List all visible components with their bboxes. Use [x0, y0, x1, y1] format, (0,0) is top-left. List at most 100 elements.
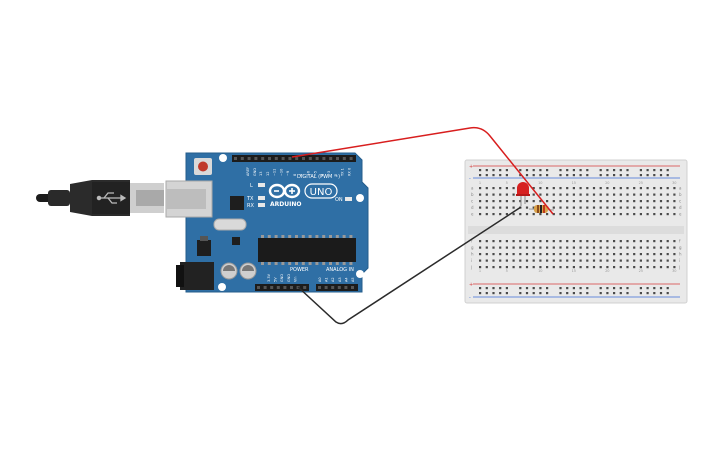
atmega-chip	[258, 235, 356, 265]
l-label: L	[250, 183, 253, 189]
usb-icon	[96, 192, 127, 204]
digital-label: DIGITAL (PWM ~)	[297, 174, 340, 180]
column-number: 20	[605, 181, 609, 185]
rail-plus-bottom: +	[469, 282, 473, 288]
power-pin-label: 3.3V	[267, 273, 271, 282]
row-letter: a	[471, 186, 474, 191]
on-led	[345, 197, 352, 201]
column-number: 10	[538, 269, 542, 273]
center-channel	[468, 226, 684, 234]
column-number: 25	[639, 269, 643, 273]
tx-led	[258, 196, 265, 200]
model-label: UNO	[310, 187, 333, 198]
ground-wire[interactable]	[297, 206, 522, 325]
row-letter: a	[679, 186, 682, 191]
rail-minus-bottom: -	[469, 295, 471, 301]
usb-cable[interactable]	[36, 180, 164, 216]
digital-pin-label: ~10	[279, 169, 283, 176]
digital-pin-label: ~11	[273, 169, 277, 176]
analog-pin-label: A4	[344, 277, 348, 282]
digital-pin-label: ~5	[313, 171, 317, 176]
digital-pin-label: ~3	[327, 171, 331, 176]
l-led	[258, 183, 265, 187]
column-number: 10	[538, 181, 542, 185]
rx-led	[258, 203, 265, 207]
column-number: 5	[506, 269, 508, 273]
row-letter: h	[471, 252, 474, 257]
power-pin-label: GND	[287, 274, 291, 282]
digital-pin-label: TX 1	[341, 168, 345, 177]
on-label: ON	[335, 197, 343, 203]
column-number: 20	[605, 269, 609, 273]
column-number: 30	[672, 181, 676, 185]
row-letter: j	[470, 265, 472, 270]
row-letter: h	[679, 252, 682, 257]
brand-label: ARDUINO	[270, 201, 301, 208]
digital-pin-label: 2	[334, 174, 338, 176]
column-number: 15	[572, 269, 576, 273]
analog-pin-label: A2	[331, 277, 335, 282]
digital-pin-label: 13	[259, 172, 263, 176]
power-jack	[176, 262, 214, 290]
row-letter: d	[471, 205, 474, 210]
column-number: 15	[572, 181, 576, 185]
digital-header[interactable]	[232, 155, 356, 162]
digital-pin-label: 4	[320, 173, 324, 176]
voltage-regulator	[197, 240, 211, 256]
power-label: POWER	[290, 267, 309, 273]
row-letter: i	[679, 258, 680, 263]
column-number: 25	[639, 181, 643, 185]
crystal	[213, 218, 247, 231]
aref-label: AREF	[246, 167, 250, 176]
power-pin-label: 5V	[274, 277, 278, 282]
row-letter: g	[679, 245, 682, 250]
gnd-label: GND	[253, 168, 257, 176]
rx-label: RX	[247, 203, 254, 209]
signal-wire[interactable]	[291, 126, 554, 215]
red-led[interactable]	[516, 182, 530, 206]
row-letter: c	[471, 199, 473, 204]
analog-label: ANALOG IN	[326, 267, 354, 273]
digital-pin-label: 8	[293, 174, 297, 176]
digital-pin-label: 12	[266, 172, 270, 176]
digital-pin-label: 7	[300, 174, 304, 176]
column-number: 1	[479, 181, 481, 185]
digital-pin-label: ~6	[307, 171, 311, 176]
row-letter: e	[471, 212, 474, 217]
analog-pin-label: A5	[351, 277, 355, 282]
capacitors	[220, 262, 257, 280]
row-letter: f	[471, 239, 473, 244]
digital-pin-label: RX 0	[347, 168, 351, 176]
analog-pin-label: A0	[318, 277, 322, 282]
reset-button[interactable]	[194, 158, 212, 175]
power-pin-label: Vin	[293, 276, 297, 282]
analog-header[interactable]	[316, 284, 358, 291]
power-pin-label: GND	[280, 274, 284, 282]
rail-plus-top: +	[469, 164, 473, 170]
row-letter: d	[679, 205, 682, 210]
row-letter: b	[471, 192, 474, 197]
row-letter: j	[678, 265, 680, 270]
row-letter: i	[471, 258, 472, 263]
arduino-logo	[268, 183, 301, 199]
tx-label: TX	[246, 196, 254, 202]
analog-pin-label: A1	[325, 277, 329, 282]
column-number: 5	[506, 181, 508, 185]
row-letter: e	[679, 212, 682, 217]
row-letter: f	[679, 239, 681, 244]
row-letter: c	[679, 199, 681, 204]
row-letter: g	[471, 245, 474, 250]
row-letter: b	[679, 192, 682, 197]
digital-pin-label: ~9	[286, 171, 290, 176]
column-number: 30	[672, 269, 676, 273]
analog-pin-label: A3	[338, 277, 342, 282]
rail-minus-top: -	[469, 176, 471, 182]
